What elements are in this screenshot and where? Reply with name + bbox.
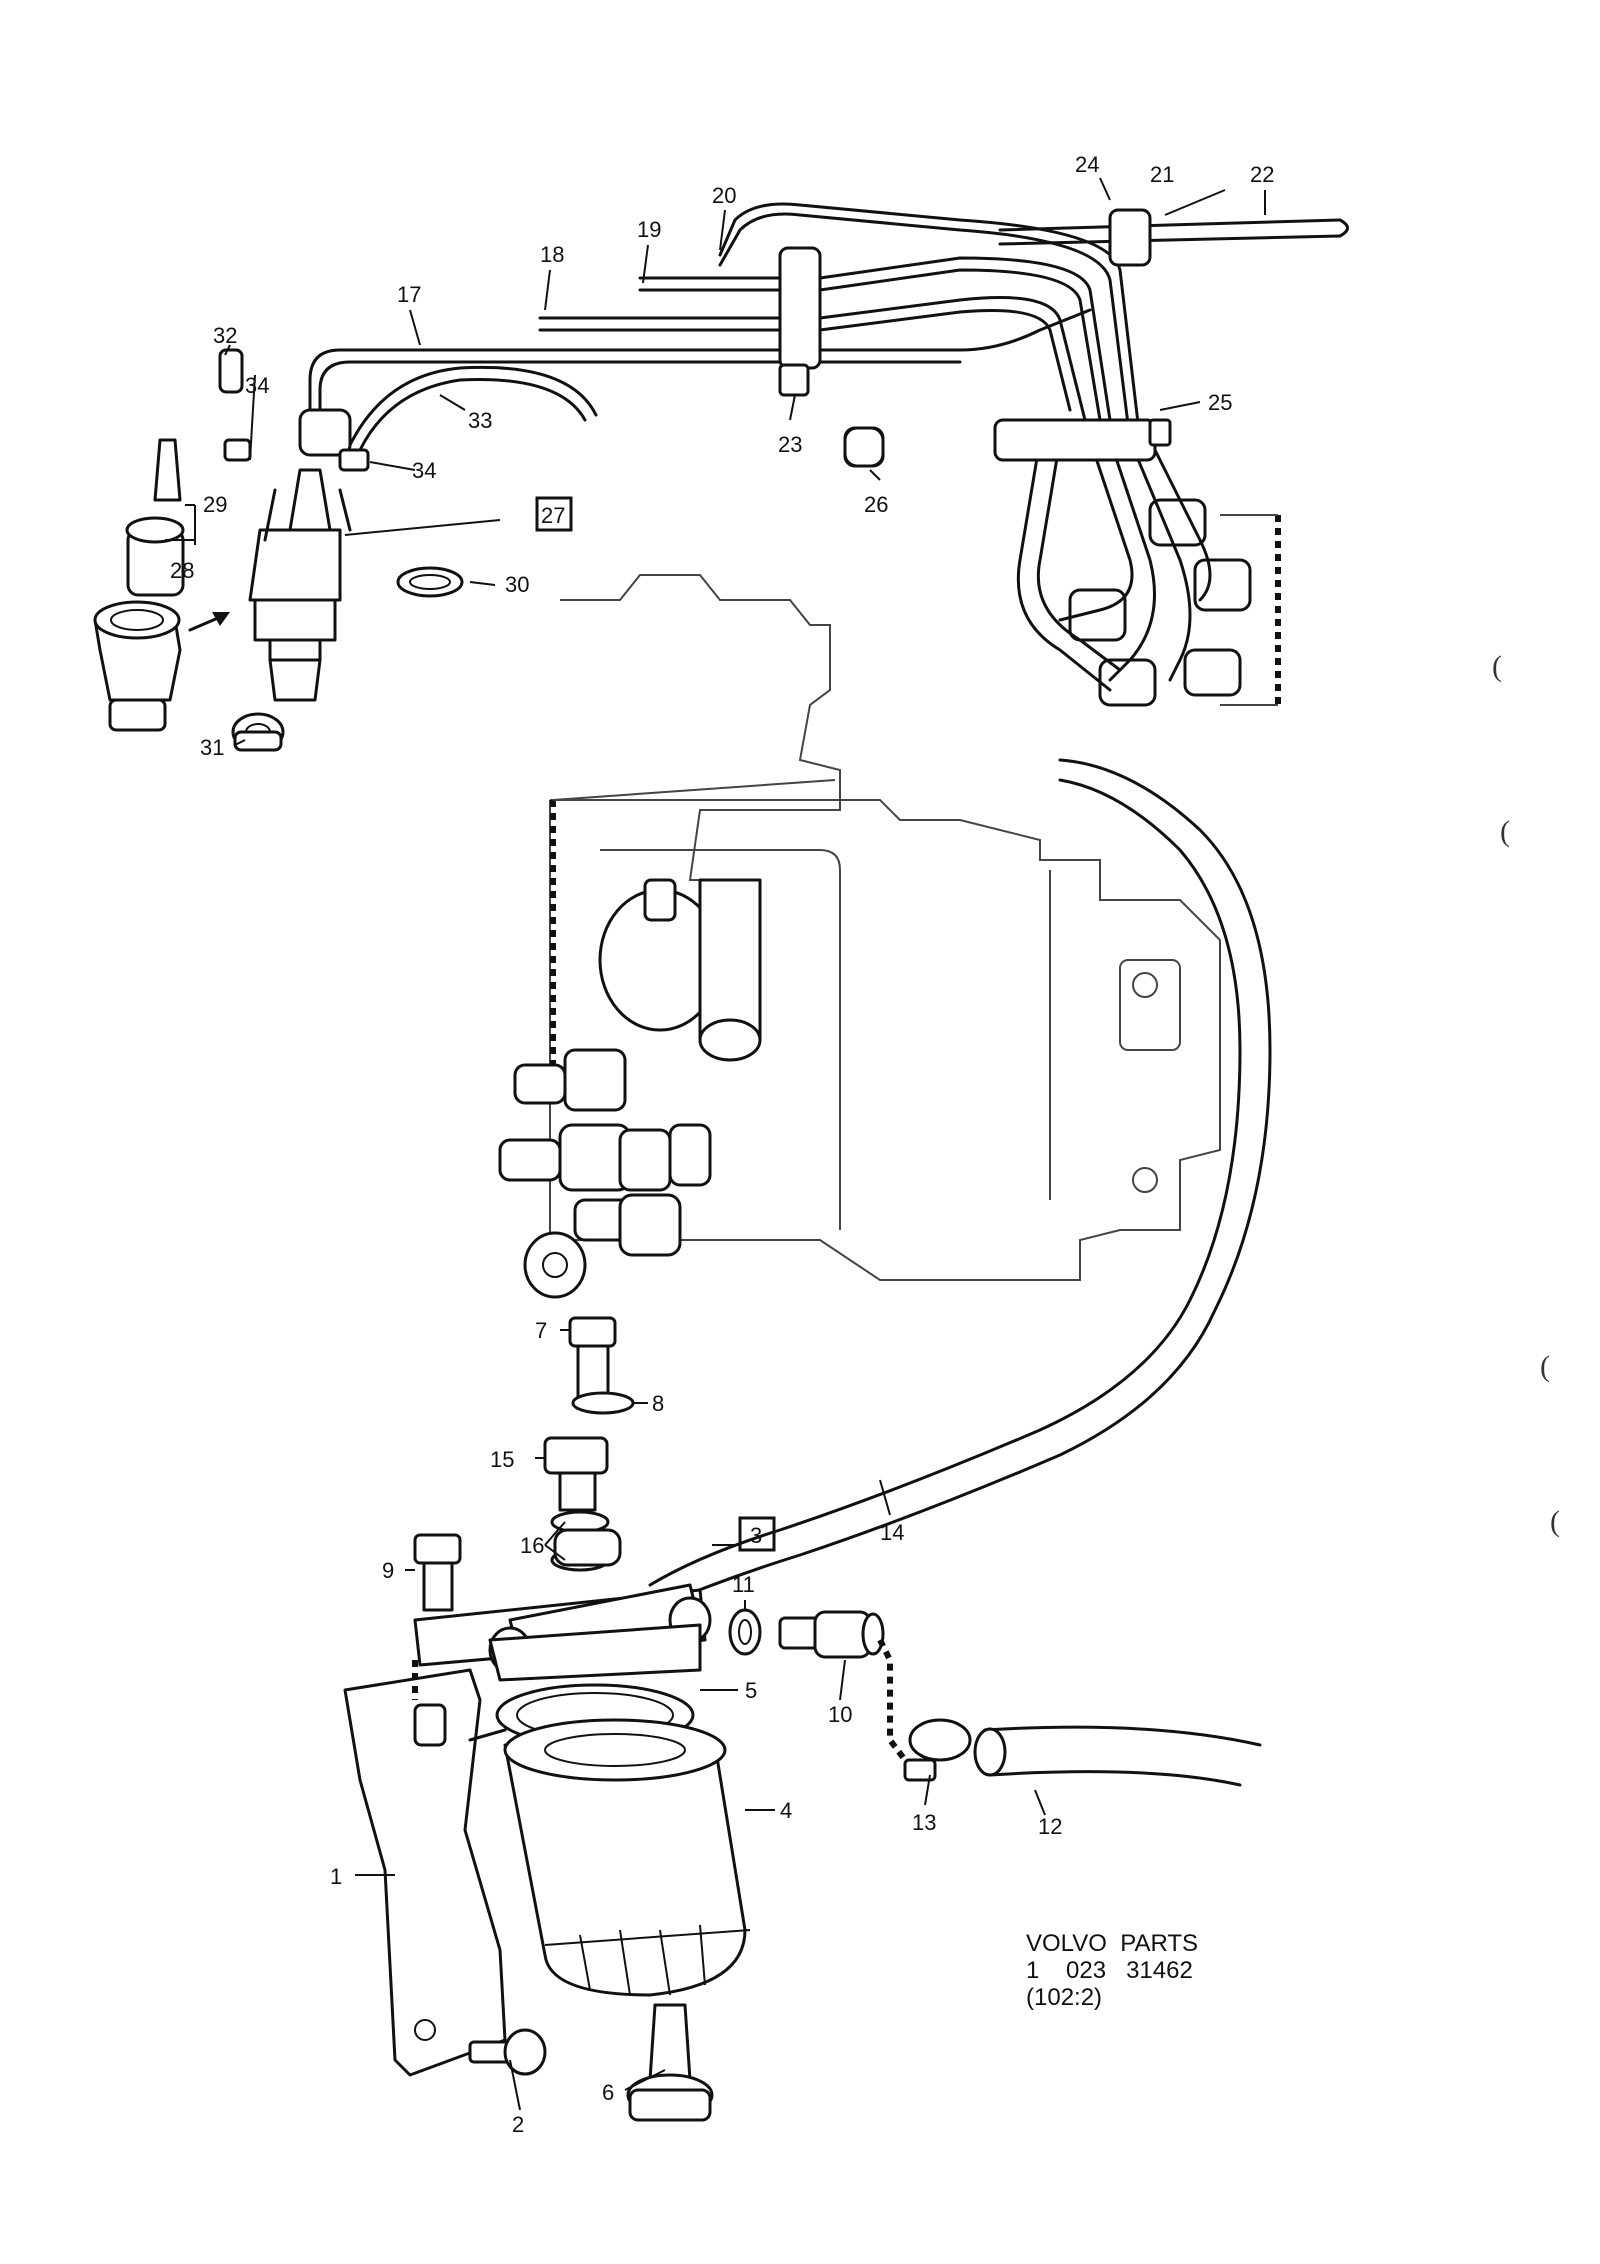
callout-2: 2 xyxy=(512,2112,524,2137)
callout-3: 3 xyxy=(750,1523,762,1548)
callout-box-3 xyxy=(738,1516,776,1552)
callout-box-27 xyxy=(535,496,573,532)
injector-sleeve xyxy=(93,438,230,732)
pump-outlet-fittings xyxy=(498,1048,712,1299)
bolt-9 xyxy=(413,1533,462,1612)
callout-29: 29 xyxy=(203,492,227,517)
washer-11 xyxy=(728,1608,762,1656)
callout-24: 24 xyxy=(1075,152,1099,177)
filter-head xyxy=(413,1583,712,1682)
callout-28: 28 xyxy=(170,558,194,583)
binding-mark-4: ( xyxy=(1550,1505,1560,1538)
callout-22: 22 xyxy=(1250,162,1274,187)
callout-30: 30 xyxy=(505,572,529,597)
callout-34b: 34 xyxy=(412,458,436,483)
callout-27: 27 xyxy=(541,503,565,528)
catalog-page: (102:2) xyxy=(1026,1984,1103,2011)
callout-numbers: 1 2 3 4 5 6 7 8 9 10 11 12 13 14 15 16 1… xyxy=(170,152,1274,2137)
callout-31: 31 xyxy=(200,735,224,760)
callout-13: 13 xyxy=(912,1810,936,1835)
binding-mark-3: ( xyxy=(1540,1350,1550,1383)
callout-32: 32 xyxy=(213,323,237,348)
callout-33: 33 xyxy=(468,408,492,433)
washer-8 xyxy=(571,1391,635,1415)
callout-25: 25 xyxy=(1208,390,1232,415)
catalog-reference: VOLVO PARTS 1 023 31462 (102:2) xyxy=(1026,1930,1198,2011)
callout-20: 20 xyxy=(712,183,736,208)
callout-11: 11 xyxy=(732,1572,755,1597)
hose-clip-13 xyxy=(903,1718,972,1782)
washer-30 xyxy=(396,566,464,598)
callout-23: 23 xyxy=(778,432,802,457)
callout-6: 6 xyxy=(602,2080,614,2105)
callout-10: 10 xyxy=(828,1702,852,1727)
banjo-bolt-15 xyxy=(543,1436,609,1512)
injector-assembly xyxy=(218,348,370,702)
callout-18: 18 xyxy=(540,242,564,267)
injection-pump-outline xyxy=(549,574,1221,1281)
binding-mark-2: ( xyxy=(1500,815,1510,848)
hose-12 xyxy=(973,1725,1262,1787)
callout-9: 9 xyxy=(382,1558,394,1583)
callout-8: 8 xyxy=(652,1391,664,1416)
catalog-number: 1 023 31462 xyxy=(1026,1957,1193,1984)
bolt-7 xyxy=(568,1316,617,1402)
callout-19: 19 xyxy=(637,217,661,242)
callout-7: 7 xyxy=(535,1318,547,1343)
catalog-brand: VOLVO PARTS xyxy=(1026,1930,1199,1957)
callout-12: 12 xyxy=(1038,1814,1062,1839)
callout-16: 16 xyxy=(520,1533,544,1558)
drain-plug-6 xyxy=(626,2003,714,2122)
callout-17: 17 xyxy=(397,282,421,307)
fuel-hose-14 xyxy=(648,778,1242,1587)
banjo-fitting-10 xyxy=(778,1610,885,1659)
pump-bracket-top xyxy=(552,779,836,801)
callout-1: 1 xyxy=(330,1864,342,1889)
leak-off-hose xyxy=(358,378,587,452)
binding-mark-1: ( xyxy=(1492,650,1502,683)
leader-lines xyxy=(165,177,1266,2111)
bolt-2 xyxy=(468,2028,547,2076)
callout-26: 26 xyxy=(864,492,888,517)
callout-14: 14 xyxy=(880,1520,904,1545)
fuel-filter-4 xyxy=(503,1718,751,1997)
sleeve-26 xyxy=(843,426,885,468)
callout-4: 4 xyxy=(780,1798,792,1823)
callout-5: 5 xyxy=(745,1678,757,1703)
delivery-pipes xyxy=(308,202,1349,692)
pipe-clamps xyxy=(778,208,1172,468)
bracket-1 xyxy=(343,1660,507,2077)
upper-fittings xyxy=(1068,498,1252,707)
callout-21: 21 xyxy=(1150,162,1174,187)
callout-34a: 34 xyxy=(245,373,269,398)
callout-15: 15 xyxy=(490,1447,514,1472)
